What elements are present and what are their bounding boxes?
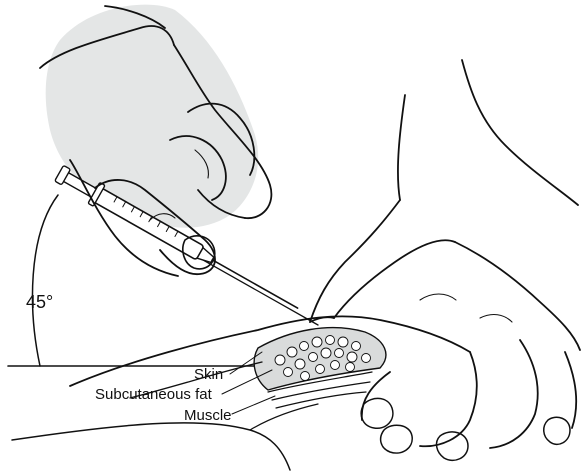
subcutaneous-fat-label: Subcutaneous fat [95, 387, 212, 402]
lower-hand [310, 60, 580, 460]
angle-arc [33, 195, 58, 366]
hand-shadow [46, 5, 258, 228]
muscle-leader [232, 396, 275, 414]
angle-label: 45° [26, 293, 53, 311]
body-contour-lower [12, 423, 290, 470]
muscle-label: Muscle [184, 408, 232, 423]
skin-label: Skin [194, 367, 223, 382]
